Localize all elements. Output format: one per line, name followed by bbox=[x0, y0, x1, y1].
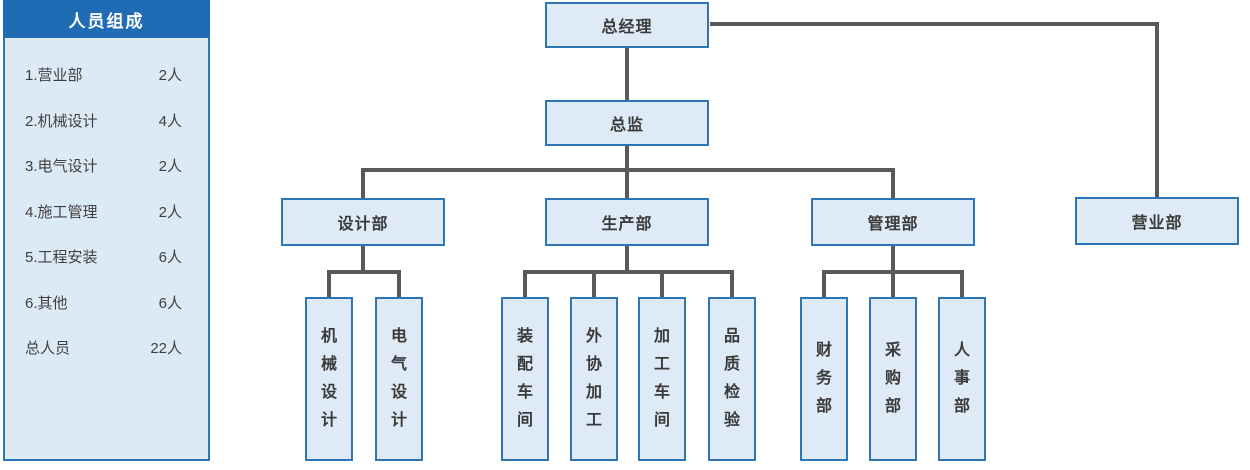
org-node-director: 总监 bbox=[545, 100, 709, 146]
org-node-production-dept: 生产部 bbox=[545, 198, 709, 246]
org-node-label: 电气设计 bbox=[390, 328, 407, 429]
personnel-panel-title: 人员组成 bbox=[3, 0, 210, 38]
org-node-management-dept: 管理部 bbox=[811, 198, 975, 246]
org-node-label: 机械设计 bbox=[320, 328, 337, 429]
connector-drop-assembly bbox=[523, 270, 527, 297]
personnel-row-total: 总人员 22人 bbox=[25, 325, 182, 371]
personnel-row-value: 2人 bbox=[158, 203, 182, 221]
connector-director-stem bbox=[625, 146, 629, 198]
connector-drop-mech bbox=[327, 270, 331, 297]
org-node-label: 采购部 bbox=[884, 342, 901, 415]
org-node-label: 财务部 bbox=[815, 342, 832, 415]
org-node-hr-dept: 人事部 bbox=[938, 297, 986, 461]
connector-drop-purchasing bbox=[891, 270, 895, 297]
personnel-row-label: 6.其他 bbox=[25, 294, 68, 312]
connector-drop-outsourcing bbox=[592, 270, 596, 297]
connector-drop-quality bbox=[730, 270, 734, 297]
connector-level3-bus bbox=[361, 168, 895, 172]
connector-ceo-sales-h bbox=[710, 22, 1159, 26]
personnel-row-construction: 4.施工管理 2人 bbox=[25, 189, 182, 235]
personnel-row-mechanical: 2.机械设计 4人 bbox=[25, 98, 182, 144]
connector-drop-machining bbox=[660, 270, 664, 297]
connector-drop-design bbox=[361, 168, 365, 198]
personnel-row-value: 4人 bbox=[158, 112, 182, 130]
personnel-row-label: 5.工程安装 bbox=[25, 249, 98, 267]
org-node-label: 人事部 bbox=[953, 342, 970, 415]
personnel-panel: 人员组成 1.营业部 2人 2.机械设计 4人 3.电气设计 2人 4.施工管理… bbox=[3, 0, 210, 461]
connector-drop-elec bbox=[397, 270, 401, 297]
org-node-label: 加工车间 bbox=[653, 328, 670, 429]
personnel-row-value: 2人 bbox=[158, 67, 182, 85]
connector-production-stem bbox=[625, 246, 629, 272]
connector-drop-finance bbox=[822, 270, 826, 297]
org-node-ceo: 总经理 bbox=[545, 2, 709, 48]
personnel-row-label: 1.营业部 bbox=[25, 67, 83, 85]
personnel-list: 1.营业部 2人 2.机械设计 4人 3.电气设计 2人 4.施工管理 2人 5… bbox=[3, 38, 210, 461]
personnel-row-installation: 5.工程安装 6人 bbox=[25, 234, 182, 280]
org-node-label: 装配车间 bbox=[516, 328, 533, 429]
org-node-sales-dept: 营业部 bbox=[1075, 197, 1239, 245]
org-node-machining-workshop: 加工车间 bbox=[638, 297, 686, 461]
org-node-label: 品质检验 bbox=[723, 328, 740, 429]
connector-production-bus bbox=[523, 270, 734, 274]
connector-design-bus bbox=[327, 270, 401, 274]
personnel-row-label: 2.机械设计 bbox=[25, 112, 98, 130]
personnel-row-label: 4.施工管理 bbox=[25, 203, 98, 221]
personnel-row-value: 6人 bbox=[158, 249, 182, 267]
personnel-row-label: 3.电气设计 bbox=[25, 158, 98, 176]
org-node-mechanical-design: 机械设计 bbox=[305, 297, 353, 461]
connector-drop-management bbox=[891, 168, 895, 198]
org-node-assembly-workshop: 装配车间 bbox=[501, 297, 549, 461]
connector-ceo-sales-v bbox=[1155, 22, 1159, 197]
org-node-finance-dept: 财务部 bbox=[800, 297, 848, 461]
connector-management-stem bbox=[891, 246, 895, 272]
personnel-row-value: 6人 bbox=[158, 294, 182, 312]
org-node-purchasing-dept: 采购部 bbox=[869, 297, 917, 461]
connector-ceo-director bbox=[625, 48, 629, 100]
org-node-electrical-design: 电气设计 bbox=[375, 297, 423, 461]
connector-design-stem bbox=[361, 246, 365, 272]
org-node-quality-inspection: 品质检验 bbox=[708, 297, 756, 461]
personnel-row-value: 2人 bbox=[158, 158, 182, 176]
connector-drop-hr bbox=[960, 270, 964, 297]
org-node-label: 外协加工 bbox=[585, 328, 602, 429]
personnel-row-other: 6.其他 6人 bbox=[25, 280, 182, 326]
personnel-row-label: 总人员 bbox=[25, 340, 71, 358]
personnel-row-value: 22人 bbox=[150, 340, 182, 358]
org-node-design-dept: 设计部 bbox=[281, 198, 445, 246]
personnel-row-sales: 1.营业部 2人 bbox=[25, 52, 182, 98]
org-node-outsourcing: 外协加工 bbox=[570, 297, 618, 461]
personnel-row-electrical: 3.电气设计 2人 bbox=[25, 143, 182, 189]
